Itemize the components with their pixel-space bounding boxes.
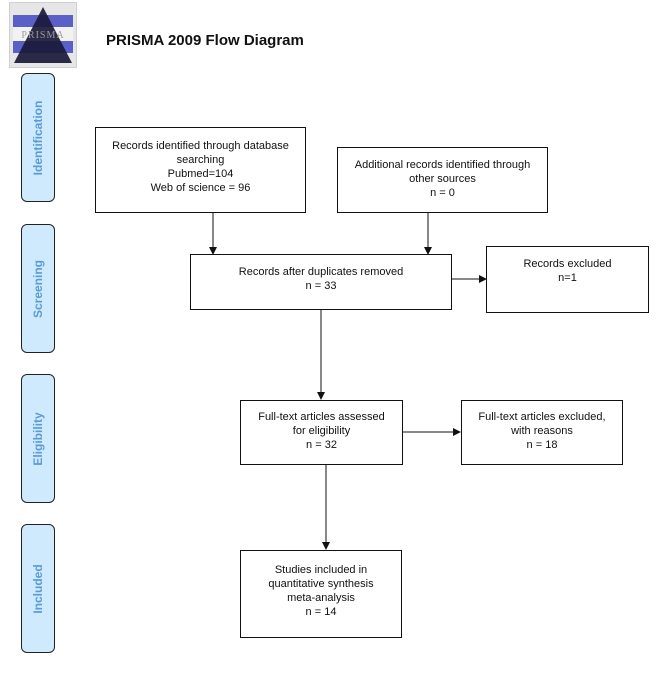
logo-text: PRISMA xyxy=(21,30,64,41)
box-text: n = 18 xyxy=(526,439,558,451)
box-records-excluded: Records excluded n=1 xyxy=(486,246,649,313)
box-text: other sources xyxy=(409,173,476,185)
box-text: meta-analysis xyxy=(287,592,355,604)
box-fulltext-assessed: Full-text articles assessed for eligibil… xyxy=(240,400,403,465)
phase-screening: Screening xyxy=(21,224,55,353)
prisma-logo: PRISMA xyxy=(9,2,77,68)
box-duplicates-removed: Records after duplicates removed n = 33 xyxy=(190,254,452,310)
box-text: n=1 xyxy=(558,272,577,284)
box-text: Studies included in xyxy=(274,564,368,576)
box-studies-included: Studies included in quantitative synthes… xyxy=(240,550,402,638)
phase-eligibility: Eligibility xyxy=(21,374,55,503)
box-text: Records excluded xyxy=(523,258,612,270)
box-text: with reasons xyxy=(511,425,573,437)
box-text: n = 33 xyxy=(305,280,337,292)
box-records-database: Records identified through database sear… xyxy=(95,127,306,213)
phase-identification: Identification xyxy=(21,73,55,202)
box-text: n = 14 xyxy=(305,606,337,618)
box-text: Additional records identified through xyxy=(354,159,531,171)
box-records-other-sources: Additional records identified through ot… xyxy=(337,147,548,213)
box-text: searching xyxy=(176,154,225,166)
phase-included: Included xyxy=(21,524,55,653)
box-text: Pubmed=104 xyxy=(167,168,234,180)
box-text: Records after duplicates removed xyxy=(238,266,404,278)
page-title: PRISMA 2009 Flow Diagram xyxy=(106,32,304,49)
box-text: n = 32 xyxy=(306,439,337,451)
box-text: Full-text articles excluded, xyxy=(478,411,606,423)
box-text: Web of science = 96 xyxy=(150,182,251,194)
box-text: Records identified through database xyxy=(112,140,289,152)
box-fulltext-excluded: Full-text articles excluded, with reason… xyxy=(461,400,623,465)
box-text: n = 0 xyxy=(430,187,455,199)
box-text: for eligibility xyxy=(292,425,351,437)
prisma-logo-icon: PRISMA xyxy=(10,3,76,67)
box-text: quantitative synthesis xyxy=(268,578,374,590)
box-text: Full-text articles assessed xyxy=(258,411,385,423)
